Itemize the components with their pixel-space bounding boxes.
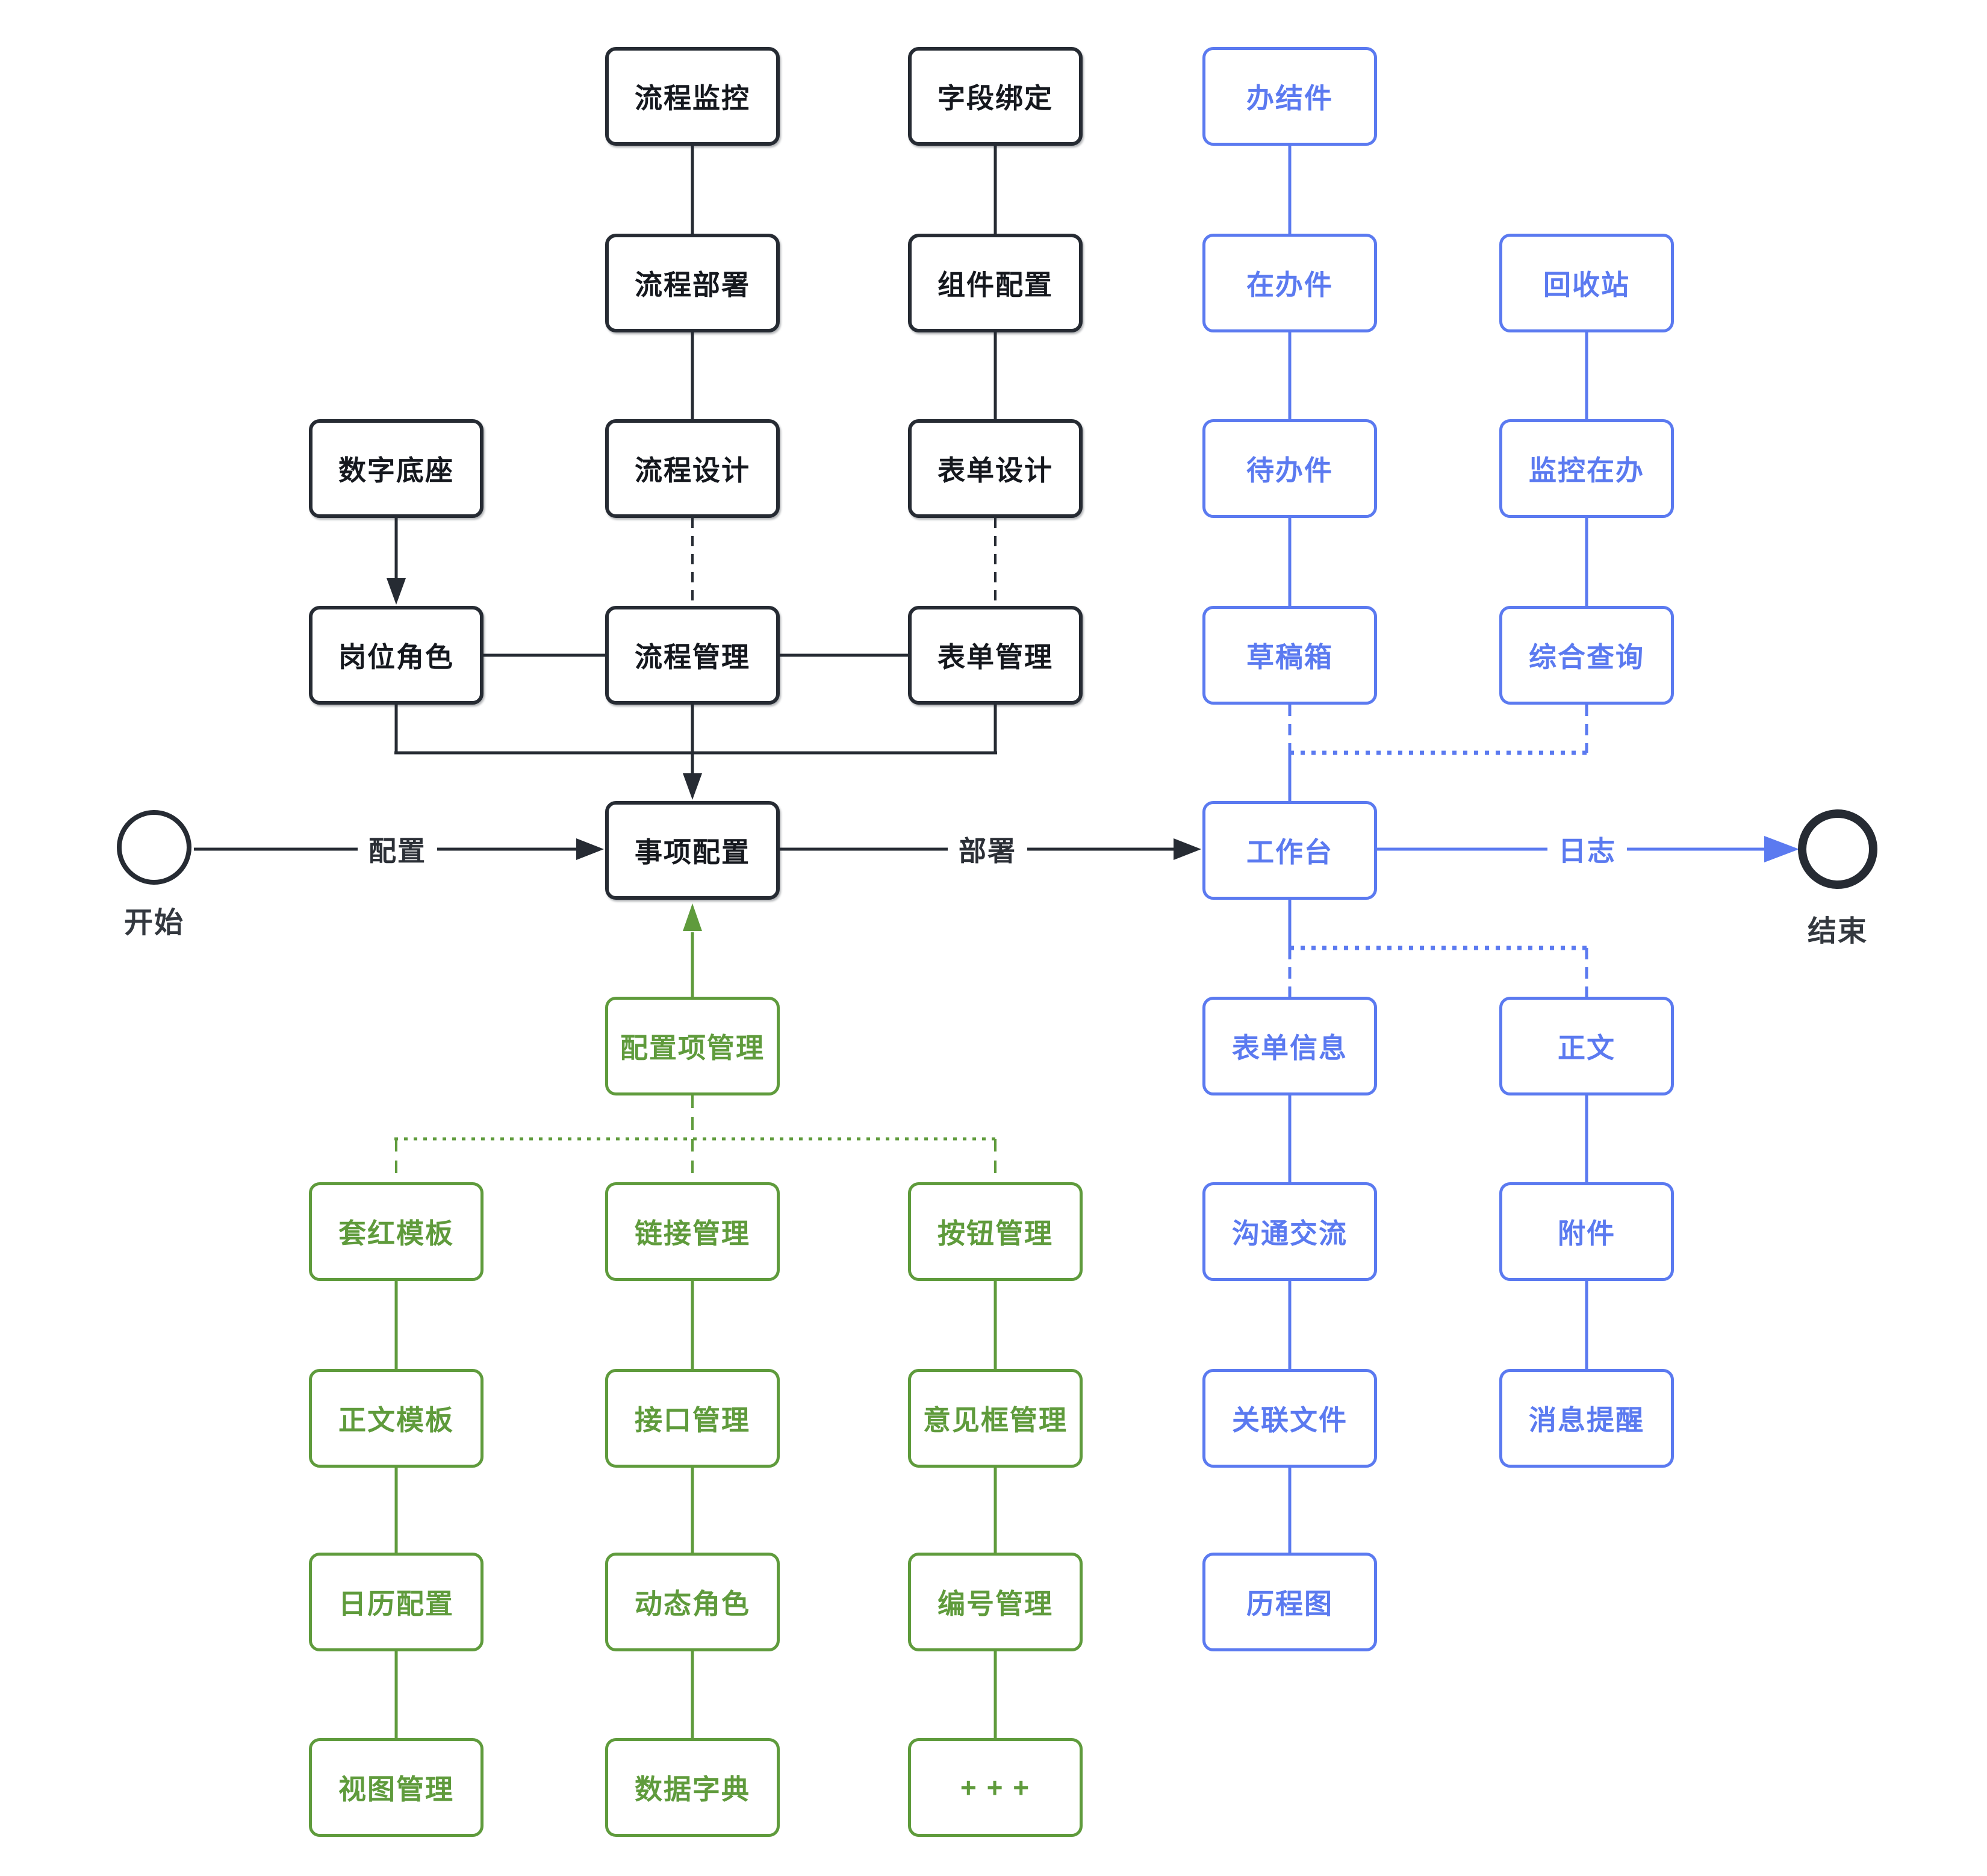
node-label: 在办件 — [1246, 269, 1333, 301]
node-drafts[interactable]: 草稿箱 — [1202, 606, 1377, 705]
node-label: 组件配置 — [938, 269, 1053, 301]
node-label: 接口管理 — [635, 1404, 750, 1436]
node-config-item-management[interactable]: 配置项管理 — [605, 997, 780, 1095]
node-label: 监控在办 — [1529, 455, 1644, 486]
node-history-chart[interactable]: 历程图 — [1202, 1553, 1377, 1651]
node-todo-items[interactable]: 待办件 — [1202, 419, 1377, 518]
blue-dashed-edges — [1288, 705, 1588, 997]
arrowheads — [387, 578, 1799, 931]
node-label: 按钮管理 — [938, 1218, 1053, 1249]
node-numbering-management[interactable]: 编号管理 — [908, 1553, 1083, 1651]
node-label: 综合查询 — [1529, 641, 1644, 673]
node-text-template[interactable]: 正文模板 — [309, 1369, 484, 1468]
node-process-design[interactable]: 流程设计 — [605, 419, 780, 518]
node-label: 视图管理 — [338, 1774, 454, 1805]
node-view-management[interactable]: 视图管理 — [309, 1738, 484, 1837]
node-label: 动态角色 — [635, 1588, 750, 1619]
node-label: 流程部署 — [635, 269, 750, 301]
node-process-management[interactable]: 流程管理 — [605, 606, 780, 705]
node-process-monitoring[interactable]: 流程监控 — [605, 47, 780, 146]
node-label: 日历配置 — [338, 1588, 454, 1619]
start-label: 开始 — [123, 907, 185, 939]
node-label: 套红模板 — [338, 1218, 454, 1249]
edge-label-deploy: 部署 — [948, 826, 1027, 873]
node-label: 沟通交流 — [1232, 1218, 1348, 1249]
node-label: 数字底座 — [338, 455, 454, 486]
node-related-files[interactable]: 关联文件 — [1202, 1369, 1377, 1468]
node-label: 待办件 — [1246, 455, 1333, 486]
node-label: 历程图 — [1246, 1588, 1333, 1619]
node-label: 草稿箱 — [1246, 641, 1333, 673]
node-form-management[interactable]: 表单管理 — [908, 606, 1083, 705]
node-dynamic-role[interactable]: 动态角色 — [605, 1553, 780, 1651]
node-label: 数据字典 — [635, 1774, 750, 1805]
node-link-management[interactable]: 链接管理 — [605, 1182, 780, 1281]
green-solid-edges — [394, 932, 997, 1738]
node-label: 表单管理 — [938, 641, 1053, 673]
node-completed-items[interactable]: 办结件 — [1202, 47, 1377, 146]
node-label: 事项配置 — [635, 837, 750, 868]
node-process-deployment[interactable]: 流程部署 — [605, 234, 780, 332]
node-label: 正文模板 — [338, 1404, 454, 1436]
node-label: 消息提醒 — [1529, 1404, 1644, 1436]
node-interface-management[interactable]: 接口管理 — [605, 1369, 780, 1468]
node-label: + + + — [960, 1772, 1031, 1803]
node-workbench[interactable]: 工作台 — [1202, 801, 1377, 900]
end-terminal[interactable] — [1798, 809, 1877, 889]
node-label: 表单信息 — [1232, 1032, 1348, 1064]
node-more[interactable]: + + + — [908, 1738, 1083, 1837]
node-label: 流程设计 — [635, 455, 750, 486]
node-communication[interactable]: 沟通交流 — [1202, 1182, 1377, 1281]
node-label: 岗位角色 — [338, 641, 454, 673]
node-label: 关联文件 — [1232, 1404, 1348, 1436]
node-data-dictionary[interactable]: 数据字典 — [605, 1738, 780, 1837]
node-label: 办结件 — [1246, 83, 1333, 114]
node-form-info[interactable]: 表单信息 — [1202, 997, 1377, 1095]
node-main-text[interactable]: 正文 — [1499, 997, 1674, 1095]
node-label: 工作台 — [1246, 837, 1333, 868]
node-label: 编号管理 — [938, 1588, 1053, 1619]
node-attachment[interactable]: 附件 — [1499, 1182, 1674, 1281]
node-label: 意见框管理 — [923, 1404, 1068, 1436]
end-label: 结束 — [1807, 915, 1868, 947]
node-component-config[interactable]: 组件配置 — [908, 234, 1083, 332]
node-recycle-bin[interactable]: 回收站 — [1499, 234, 1674, 332]
node-monitor-in-progress[interactable]: 监控在办 — [1499, 419, 1674, 518]
node-in-progress-items[interactable]: 在办件 — [1202, 234, 1377, 332]
node-item-config[interactable]: 事项配置 — [605, 801, 780, 900]
node-label: 流程管理 — [635, 641, 750, 673]
node-field-binding[interactable]: 字段绑定 — [908, 47, 1083, 146]
node-label: 流程监控 — [635, 83, 750, 114]
node-label: 正文 — [1558, 1032, 1615, 1064]
node-digital-base[interactable]: 数字底座 — [309, 419, 484, 518]
node-label: 表单设计 — [938, 455, 1053, 486]
node-red-template[interactable]: 套红模板 — [309, 1182, 484, 1281]
node-label: 链接管理 — [635, 1218, 750, 1249]
node-form-design[interactable]: 表单设计 — [908, 419, 1083, 518]
node-opinion-box-management[interactable]: 意见框管理 — [908, 1369, 1083, 1468]
edge-label-log: 日志 — [1547, 826, 1627, 873]
start-terminal[interactable] — [117, 810, 191, 885]
node-comprehensive-query[interactable]: 综合查询 — [1499, 606, 1674, 705]
node-position-role[interactable]: 岗位角色 — [309, 606, 484, 705]
node-label: 附件 — [1558, 1218, 1615, 1249]
node-button-management[interactable]: 按钮管理 — [908, 1182, 1083, 1281]
node-label: 字段绑定 — [938, 83, 1053, 114]
node-calendar-config[interactable]: 日历配置 — [309, 1553, 484, 1651]
blue-solid-edges — [1288, 146, 1765, 1553]
node-label: 配置项管理 — [620, 1032, 765, 1064]
edge-label-configure: 配置 — [358, 826, 437, 873]
black-dashed-edges — [691, 518, 997, 606]
node-label: 回收站 — [1543, 269, 1630, 301]
green-dashed-edges — [395, 1095, 997, 1182]
node-message-reminder[interactable]: 消息提醒 — [1499, 1369, 1674, 1468]
